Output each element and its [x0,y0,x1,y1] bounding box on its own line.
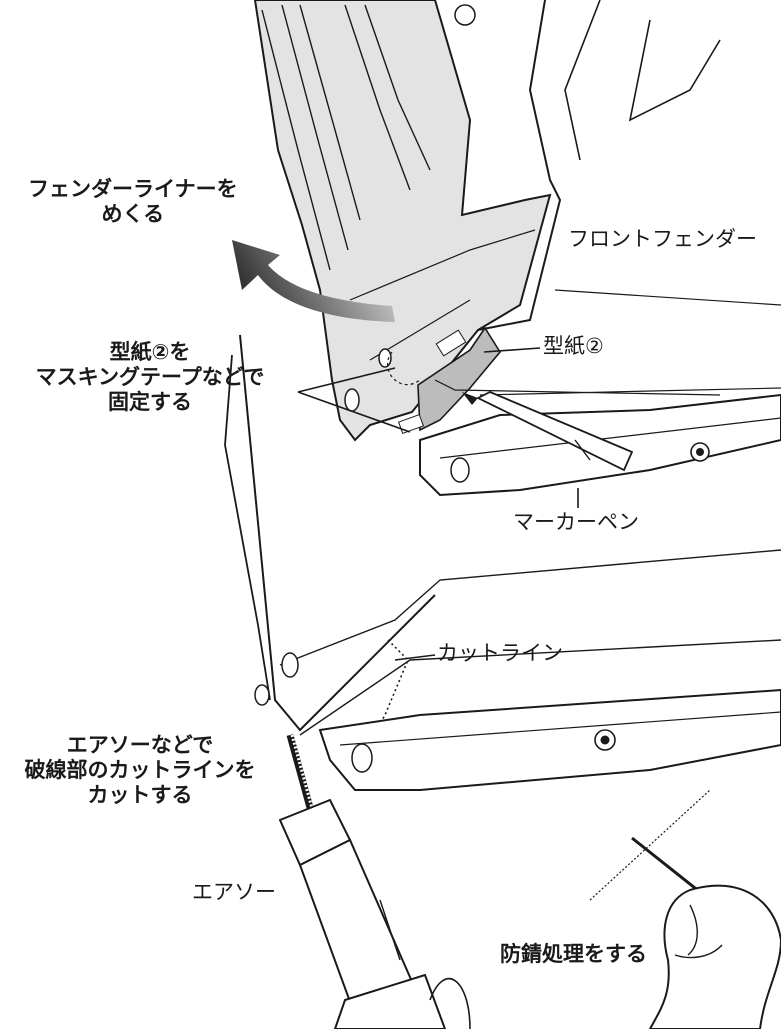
screw-icon [594,729,616,751]
leader-lines-top [297,347,579,508]
label-template: 型紙② [543,334,604,358]
fender-liner-shape [253,0,552,442]
front-fender-shape [477,0,781,396]
sill-panel-bottom [318,688,781,791]
label-rust-proof: 防錆処理をする [500,942,647,966]
label-cut-instruction-line2: 破線部のカットラインを [24,758,256,783]
label-cut-instruction-line1: エアソーなどで [66,733,214,757]
label-flip-liner-line1: フェンダーライナーを [28,177,238,201]
marker-pen-icon [462,391,634,472]
label-flip-liner: フェンダーライナーを めくる [28,177,238,227]
label-cut-instruction: エアソーなどで 破線部のカットラインを カットする [0,733,280,809]
leader-lines-bottom [394,654,436,661]
air-saw-icon [278,734,471,1029]
label-air-saw: エアソー [192,880,276,904]
label-fix-template-line1: 型紙②を [109,340,191,364]
label-fix-template-line2: マスキングテープなどで [35,365,265,390]
label-flip-liner-line2: めくる [101,202,165,227]
label-cut-instruction-line3: カットする [87,783,193,808]
label-cut-line: カットライン [437,641,563,665]
curved-arrow-icon [232,240,395,322]
liner-bottom-shape [224,334,781,736]
hand-icon [648,884,781,1029]
label-fix-template: 型紙②を マスキングテープなどで 固定する [0,340,300,416]
screw-icon [690,442,710,462]
template-2-sheet [387,326,501,435]
label-marker-pen: マーカーペン [513,510,639,534]
label-fix-template-line3: 固定する [108,390,192,415]
label-front-fender: フロントフェンダー [568,227,757,251]
rust-proof-area [589,789,711,901]
